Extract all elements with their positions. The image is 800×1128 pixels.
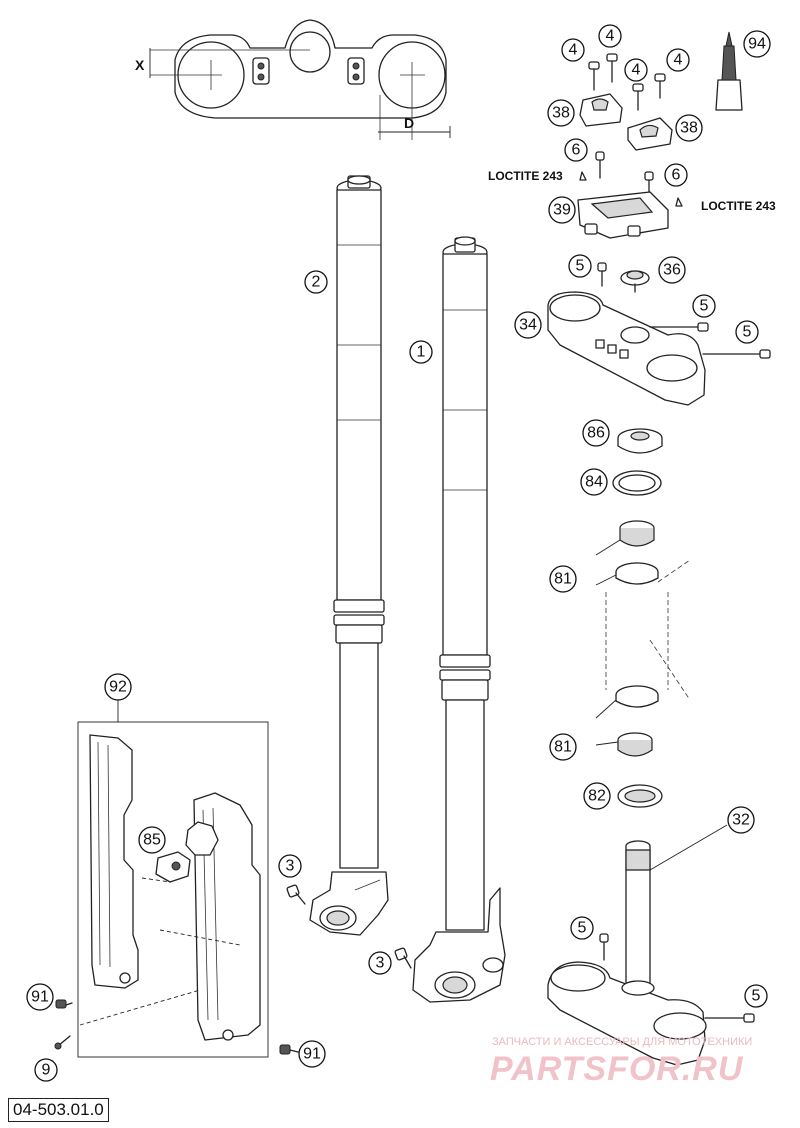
svg-text:1: 1 — [417, 344, 426, 361]
svg-text:81: 81 — [554, 739, 572, 756]
svg-text:91: 91 — [303, 1046, 321, 1063]
callout-81-lower: 81 — [549, 733, 577, 761]
svg-text:32: 32 — [732, 812, 750, 829]
svg-text:84: 84 — [585, 474, 603, 491]
lower-seal-ring — [617, 784, 663, 808]
callout-84: 84 — [580, 468, 608, 496]
svg-text:34: 34 — [519, 317, 537, 334]
dimension-d-label: D — [404, 115, 414, 131]
callout-86: 86 — [582, 419, 610, 447]
callout-9: 9 — [34, 1058, 58, 1082]
handlebar-clamp-cap-right — [627, 117, 673, 151]
dimension-x-label: X — [135, 57, 145, 73]
svg-text:82: 82 — [588, 788, 606, 805]
loctite-tube — [715, 31, 743, 111]
callout-38-left: 38 — [547, 99, 575, 127]
callout-92: 92 — [104, 673, 132, 701]
svg-text:5: 5 — [752, 988, 761, 1005]
callout-4-c: 4 — [624, 58, 648, 82]
dust-seal — [612, 470, 662, 496]
spacer-ring — [617, 428, 663, 454]
bolt-6-set — [579, 151, 683, 207]
svg-text:2: 2 — [312, 274, 321, 291]
svg-text:92: 92 — [109, 679, 127, 696]
svg-text:91: 91 — [31, 989, 49, 1006]
callout-6-b: 6 — [664, 163, 688, 187]
callout-5-a: 5 — [568, 254, 592, 278]
callout-85: 85 — [138, 826, 166, 854]
fork-leg-left — [309, 175, 389, 936]
frame-head-tube — [595, 539, 691, 746]
bolt-3-upper — [286, 884, 306, 905]
svg-text:3: 3 — [286, 858, 295, 875]
steering-nut — [620, 270, 650, 293]
callout-94: 94 — [743, 30, 771, 58]
loctite-label-right: LOCTITE 243 — [701, 199, 776, 213]
svg-text:85: 85 — [143, 832, 161, 849]
svg-text:5: 5 — [743, 324, 752, 341]
svg-text:39: 39 — [553, 202, 571, 219]
callout-2: 2 — [304, 270, 328, 294]
svg-text:38: 38 — [552, 105, 570, 122]
svg-text:5: 5 — [578, 920, 587, 937]
callout-5-c: 5 — [735, 320, 759, 344]
screw-91-right — [279, 1044, 299, 1055]
svg-text:4: 4 — [606, 28, 615, 45]
screw-91-left — [55, 999, 73, 1009]
upper-triple-clamp — [547, 291, 761, 406]
svg-text:6: 6 — [672, 167, 681, 184]
svg-text:94: 94 — [748, 36, 766, 53]
callout-5-b: 5 — [692, 294, 716, 318]
fork-guard-group — [77, 700, 269, 1058]
callout-91-left: 91 — [26, 983, 54, 1011]
callout-3-lower: 3 — [368, 951, 392, 975]
handlebar-clamp-cap-left — [579, 93, 623, 127]
svg-text:36: 36 — [663, 262, 681, 279]
svg-text:6: 6 — [572, 142, 581, 159]
bearing-upper — [615, 520, 659, 585]
svg-text:4: 4 — [632, 62, 641, 79]
svg-text:38: 38 — [680, 120, 698, 137]
callout-4-a: 4 — [561, 38, 585, 62]
callout-4-d: 4 — [666, 48, 690, 72]
svg-text:9: 9 — [42, 1062, 51, 1079]
callout-5-e: 5 — [744, 984, 768, 1008]
triple-clamp-top-view — [149, 19, 451, 140]
svg-text:5: 5 — [700, 298, 709, 315]
loctite-label-left: LOCTITE 243 — [488, 169, 563, 183]
svg-text:4: 4 — [569, 42, 578, 59]
callout-38-right: 38 — [675, 114, 703, 142]
lower-triple-clamp-stem — [547, 824, 755, 1066]
svg-text:81: 81 — [554, 571, 572, 588]
watermark-brand: PARTSFOR.RU — [490, 1050, 744, 1088]
watermark-tagline: ЗАПЧАСТИ И АКСЕССУАРЫ ДЛЯ МОТОТЕХНИКИ — [492, 1036, 752, 1048]
bolt-5-top — [597, 262, 607, 287]
callout-6-a: 6 — [564, 138, 588, 162]
bearing-lower — [615, 685, 659, 757]
callout-81-upper: 81 — [549, 565, 577, 593]
handlebar-lower-clamp — [577, 191, 669, 239]
bolt-4-set — [588, 53, 666, 111]
bolt-5-set-upper — [697, 322, 771, 359]
callout-1: 1 — [409, 340, 433, 364]
callout-32: 32 — [727, 806, 755, 834]
screw-9 — [54, 1035, 71, 1050]
svg-text:4: 4 — [674, 52, 683, 69]
bolt-3-lower — [394, 947, 412, 969]
document-number: 04-503.01.0 — [8, 1098, 109, 1122]
callout-36: 36 — [658, 256, 686, 284]
callout-82: 82 — [583, 782, 611, 810]
callout-39: 39 — [548, 196, 576, 224]
svg-text:86: 86 — [587, 425, 605, 442]
callout-4-b: 4 — [598, 24, 622, 48]
callout-91-right: 91 — [298, 1040, 326, 1068]
svg-text:3: 3 — [376, 955, 385, 972]
callout-3-upper: 3 — [278, 854, 302, 878]
svg-text:5: 5 — [576, 258, 585, 275]
callout-34: 34 — [514, 311, 542, 339]
callout-5-d: 5 — [570, 916, 594, 940]
fork-leg-right — [412, 236, 506, 1003]
bolt-5-lower — [599, 933, 609, 961]
